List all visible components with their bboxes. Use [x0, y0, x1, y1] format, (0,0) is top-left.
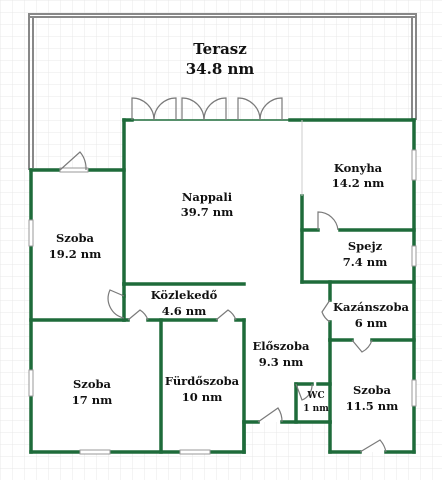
label-szoba-left-name: Szoba [56, 231, 95, 245]
label-kazanszoba-area: 6 nm [355, 316, 388, 330]
label-terasz-area: 34.8 nm [186, 60, 255, 78]
label-szoba-bottom-right-name: Szoba [353, 383, 392, 397]
label-kozlekedo-name: Közlekedő [151, 288, 218, 302]
label-eloszoba-name: Előszoba [253, 339, 311, 353]
label-furdoszoba-name: Fürdőszoba [165, 374, 240, 388]
doors [59, 151, 387, 453]
label-nappali-name: Nappali [182, 190, 233, 204]
label-spejz-area: 7.4 nm [343, 255, 388, 269]
label-szoba-left-area: 19.2 nm [49, 247, 102, 261]
label-wc-area: 1 nm [303, 404, 329, 414]
label-kozlekedo-area: 4.6 nm [162, 304, 207, 318]
label-kazanszoba-name: Kazánszoba [333, 300, 410, 314]
label-furdoszoba-area: 10 nm [182, 390, 223, 404]
label-konyha-name: Konyha [334, 161, 383, 175]
label-terasz-name: Terasz [193, 40, 247, 58]
label-szoba-bottom-left-area: 17 nm [72, 393, 113, 407]
terrace-outline [28, 13, 417, 170]
label-eloszoba-area: 9.3 nm [259, 355, 304, 369]
terrace-doors [131, 97, 290, 121]
label-szoba-bottom-left-name: Szoba [73, 377, 112, 391]
room-labels: Terasz 34.8 nm Nappali 39.7 nm Konyha 14… [49, 40, 410, 414]
windows [28, 149, 417, 455]
label-nappali-area: 39.7 nm [181, 205, 234, 219]
label-spejz-name: Spejz [348, 239, 383, 253]
label-konyha-area: 14.2 nm [332, 176, 385, 190]
walls [29, 118, 416, 454]
label-szoba-bottom-right-area: 11.5 nm [346, 399, 399, 413]
label-wc-name: WC [306, 391, 324, 401]
